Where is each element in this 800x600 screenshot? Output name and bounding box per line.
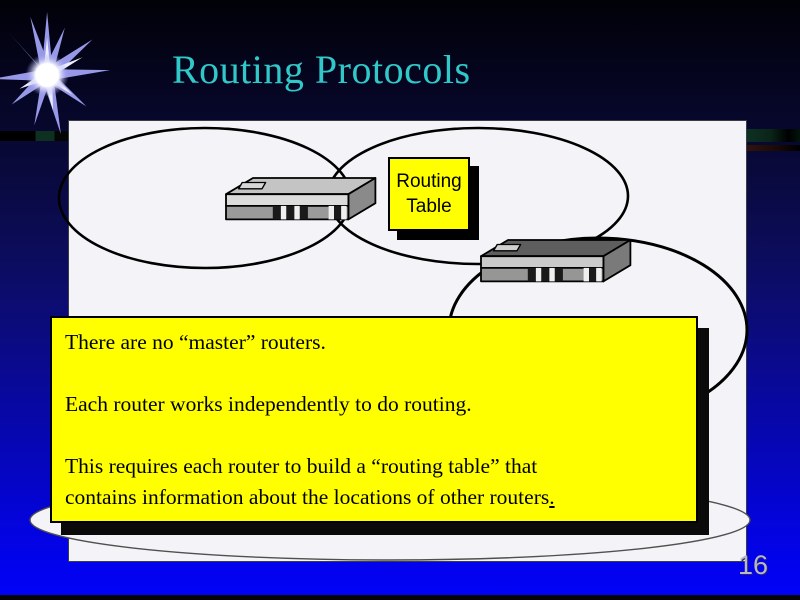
info-paragraph-1: There are no “master” routers. bbox=[65, 330, 326, 354]
page-number: 16 bbox=[738, 550, 769, 580]
routing-table-label-line1: Routing bbox=[396, 171, 462, 192]
starburst-icon bbox=[0, 11, 111, 135]
info-paragraph-3-line2: contains information about the locations… bbox=[65, 485, 550, 509]
slide-bottom-edge bbox=[0, 595, 800, 600]
decor-stripe-right-green bbox=[747, 129, 800, 142]
decor-stripe-left bbox=[0, 131, 68, 141]
info-paragraph-3: This requires each router to build a “ro… bbox=[65, 451, 682, 513]
routing-table-label-line2: Table bbox=[406, 196, 452, 217]
info-paragraph-3-line1: This requires each router to build a “ro… bbox=[65, 454, 538, 478]
page-title: Routing Protocols bbox=[172, 47, 471, 92]
routing-table-box: Routing Table bbox=[388, 157, 470, 231]
info-text-box: There are no “master” routers. Each rout… bbox=[50, 316, 698, 523]
info-paragraph-2: Each router works independently to do ro… bbox=[65, 392, 472, 416]
info-paragraph-3-underlined-period: . bbox=[549, 485, 555, 509]
decor-stripe-right-maroon bbox=[747, 145, 800, 151]
